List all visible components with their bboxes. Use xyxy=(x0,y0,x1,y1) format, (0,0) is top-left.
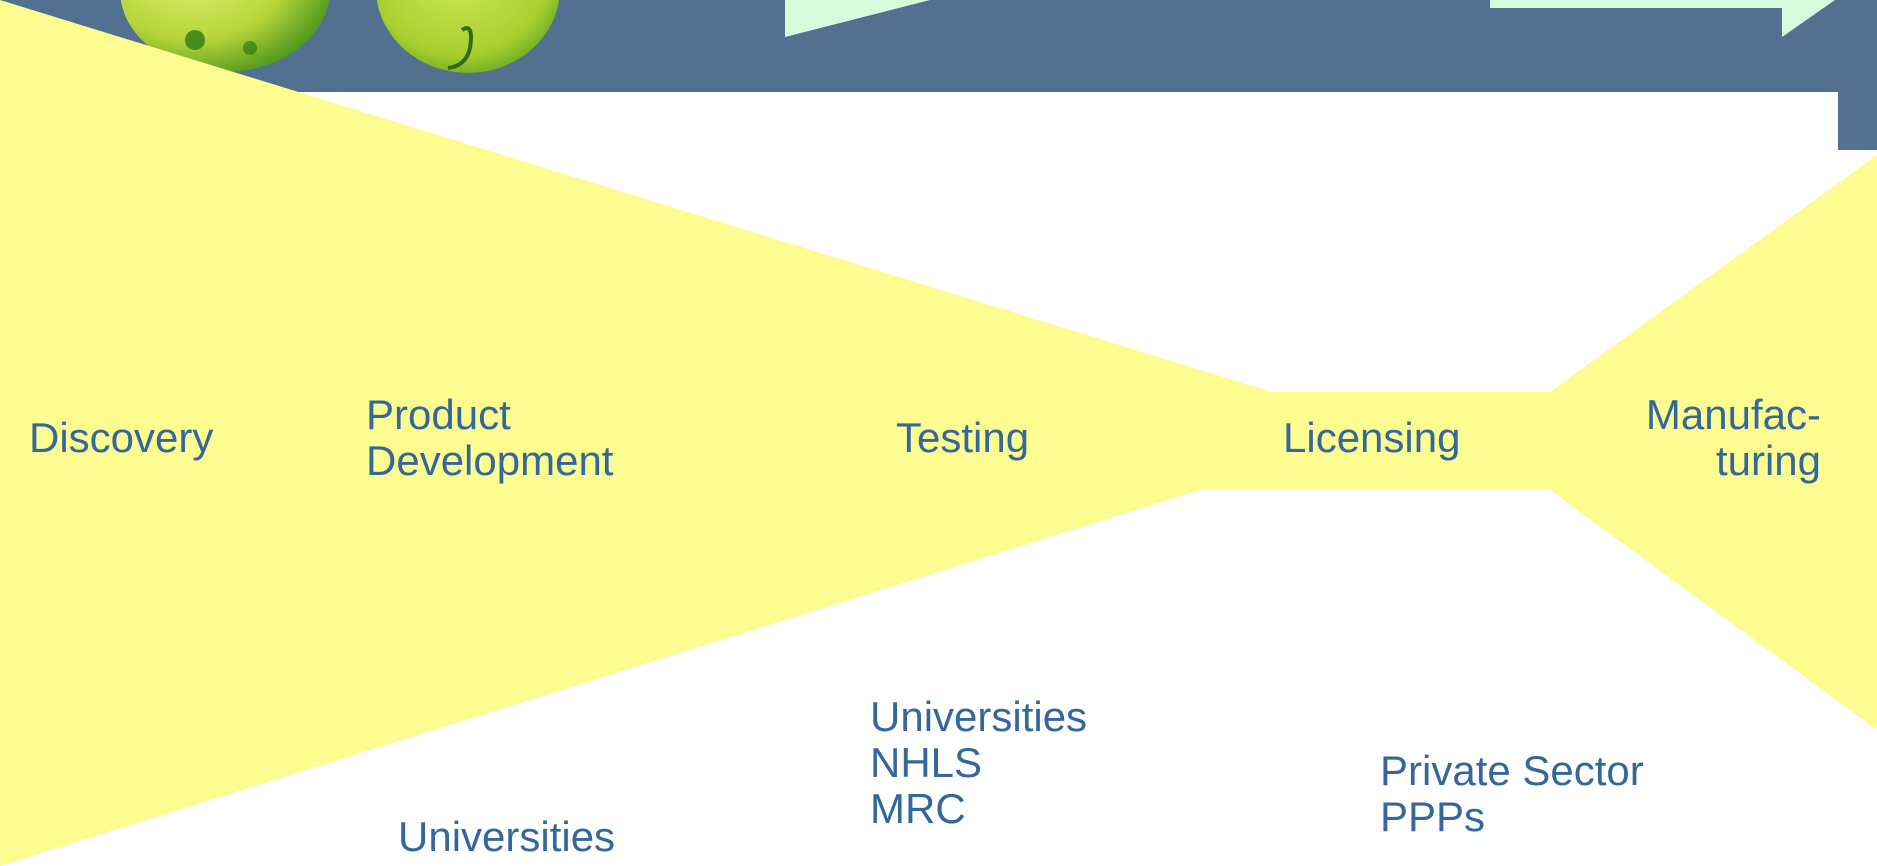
actors-manufacturing: Private Sector PPPs xyxy=(1380,747,1644,840)
stage-product-development: Product Development xyxy=(366,391,614,484)
stage-discovery: Discovery xyxy=(29,414,214,461)
banner-arrow-left xyxy=(785,0,930,37)
header-banner-edge xyxy=(1838,0,1877,150)
actors-discovery: Universities xyxy=(398,813,616,860)
stage-testing: Testing xyxy=(896,414,1030,461)
stage-licensing: Licensing xyxy=(1283,414,1461,461)
banner-arrow-right xyxy=(1490,0,1835,37)
decorative-orb-right xyxy=(376,0,560,73)
stage-manufacturing: Manufac- turing xyxy=(1645,391,1821,484)
actors-testing: Universities NHLS MRC xyxy=(870,693,1088,832)
